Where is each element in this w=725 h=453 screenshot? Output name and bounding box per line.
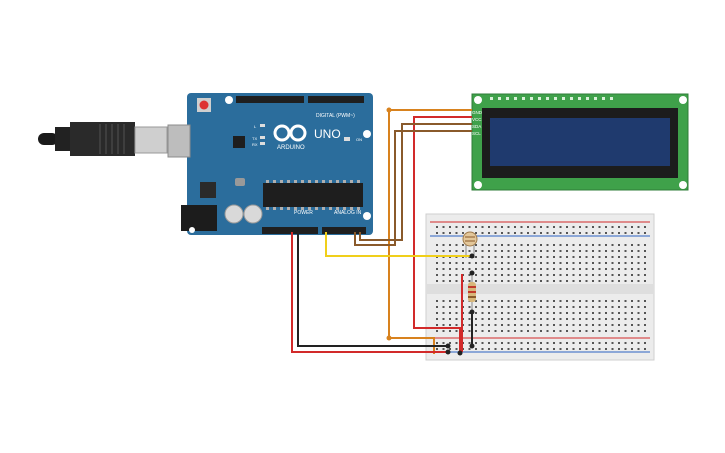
wire-red-power[interactable]: [291, 232, 448, 353]
wire-yellow-signal[interactable]: [325, 232, 472, 257]
power-header-label: POWER: [294, 210, 313, 216]
arduino-model-label: UNO: [314, 127, 341, 141]
wire-black-gnd[interactable]: [297, 232, 448, 347]
digital-header-label: DIGITAL (PWM~): [316, 113, 355, 119]
wire-brown-sda[interactable]: [359, 123, 472, 241]
on-led-label: ON: [356, 137, 362, 142]
resistor[interactable]: [468, 273, 476, 312]
lcd-pin-sda: SDA: [472, 124, 481, 129]
wire-brown-scl[interactable]: [354, 130, 472, 246]
lcd-pin-scl: SCL: [472, 131, 481, 136]
arduino-infinity-logo: [273, 124, 307, 142]
lcd-pin-vcc: VCC: [472, 117, 482, 122]
l-led-label: L: [254, 124, 257, 129]
arduino-brand-label: ARDUINO: [277, 145, 305, 151]
rx-led-label: RX: [252, 142, 258, 147]
wire-red-lcd[interactable]: [413, 116, 472, 353]
lcd-module[interactable]: GND VCC SDA SCL: [471, 93, 689, 191]
arduino-uno-board[interactable]: ARDUINO UNO DIGITAL (PWM~) POWER ANALOG …: [167, 93, 373, 235]
lcd-pin-gnd: GND: [472, 110, 483, 115]
analog-header-label: ANALOG IN: [334, 210, 362, 216]
tx-led-label: TX: [252, 136, 257, 141]
usb-cable[interactable]: [38, 122, 168, 156]
wires: [291, 107, 475, 356]
